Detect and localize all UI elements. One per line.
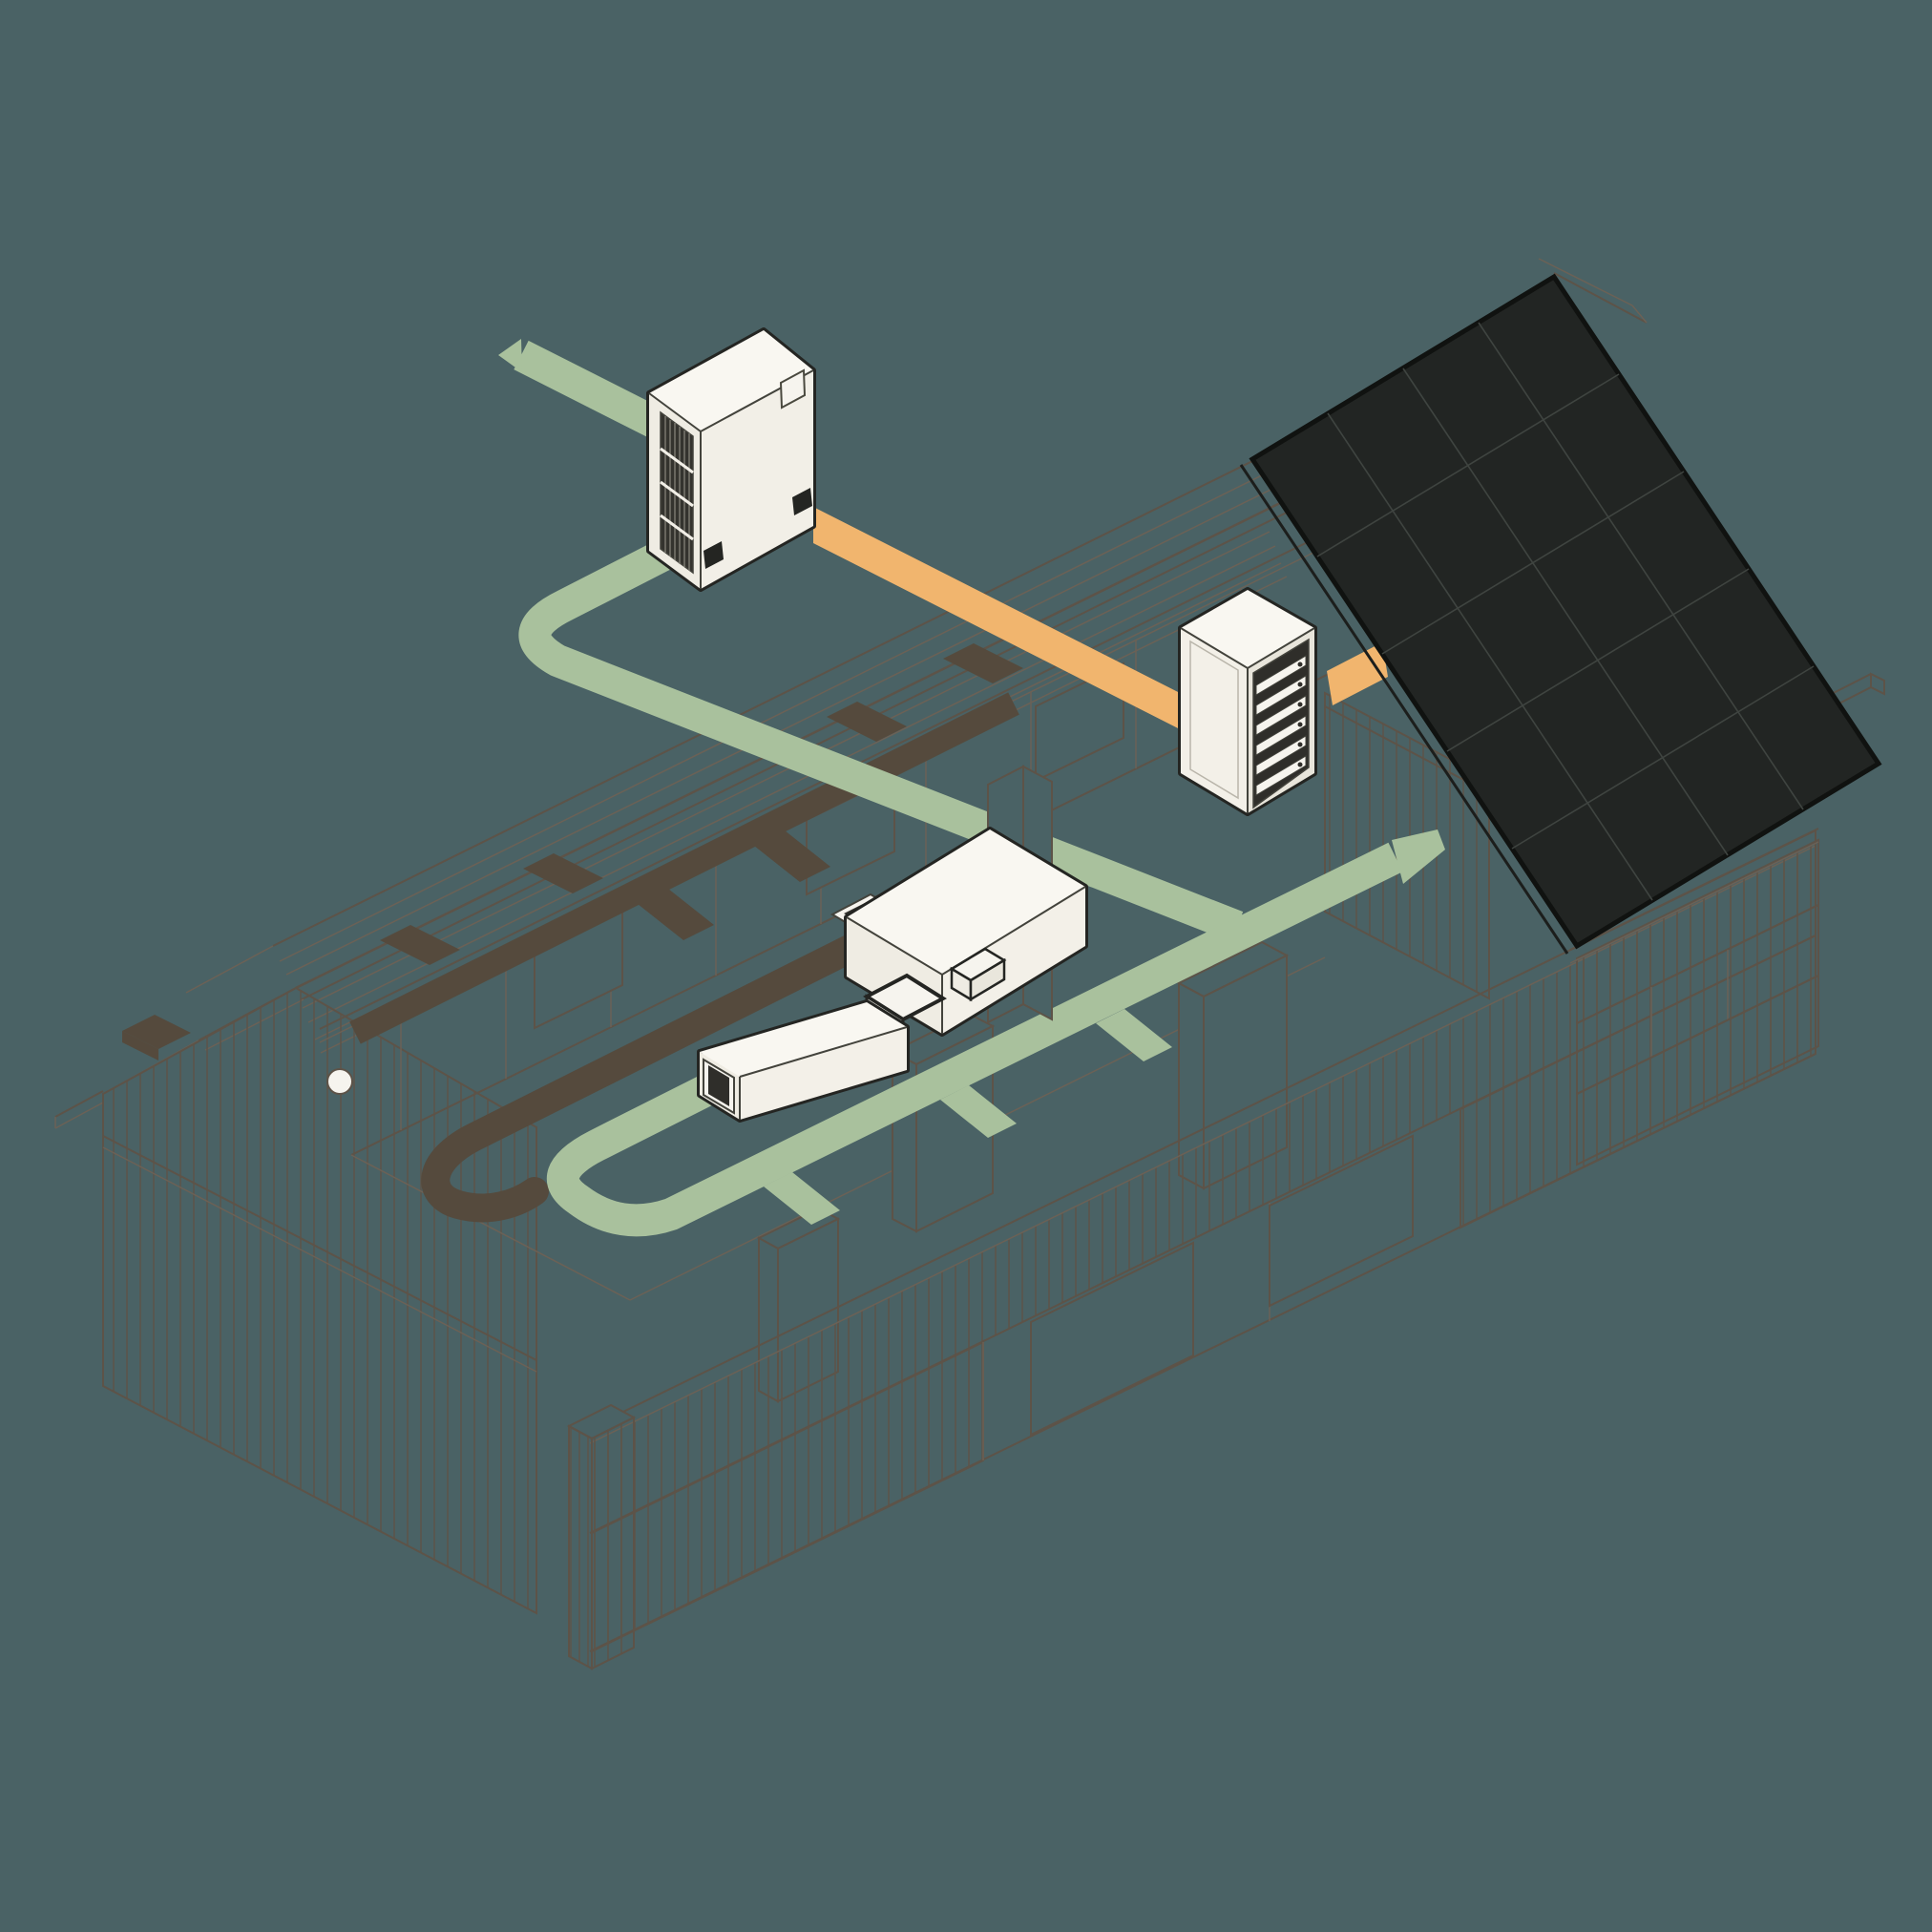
- electricity-flows-orange: [813, 507, 1388, 732]
- solar-panel-grid: [1316, 322, 1815, 901]
- east-gable-tip: [1538, 258, 1648, 324]
- exterior-vent-hood: [122, 1031, 158, 1060]
- air-branch: [1096, 1009, 1172, 1061]
- duct-outlet: [638, 889, 714, 940]
- heat-pump-foot: [704, 541, 724, 569]
- duct-outlet: [380, 925, 460, 965]
- duct-outlet: [754, 830, 830, 882]
- air-branch: [940, 1085, 1017, 1138]
- air-run-to-house: [518, 529, 1244, 942]
- solar-panel-array: [1239, 273, 1882, 955]
- heat-pump-foot: [792, 488, 812, 515]
- duct-outlet: [827, 702, 907, 742]
- air-flows-green: [498, 339, 1445, 1237]
- ceiling-duct: [349, 692, 1019, 1044]
- air-branch: [764, 1172, 840, 1225]
- electricity-battery-heatpump: [813, 507, 1186, 732]
- east-south-wall: [1569, 828, 1819, 1166]
- floor-air-loop: [547, 842, 1403, 1237]
- roof-ridge: [185, 367, 1482, 1000]
- battery-storage-unit: [1178, 587, 1317, 816]
- heat-pump-grille: [660, 410, 694, 575]
- duct-outlet: [943, 643, 1023, 683]
- heat-pump-unit: [646, 327, 816, 592]
- battery-modules: [1252, 638, 1310, 809]
- duct-outlet: [523, 853, 603, 893]
- heat-pump-label-plate: [779, 368, 807, 410]
- intake-vent: [708, 1065, 729, 1106]
- west-gable: [102, 986, 537, 1615]
- supply-duct-brown: [122, 643, 1023, 1223]
- exterior-vent-hood: [122, 1015, 191, 1049]
- control-box: [949, 947, 1007, 1002]
- air-outlet-tip: [1392, 830, 1445, 884]
- corner-post: [566, 1403, 637, 1670]
- gable-vent: [326, 1068, 353, 1095]
- ventilation-unit-duct: [697, 999, 910, 1123]
- return-duct: [421, 926, 881, 1223]
- south-window: [1030, 1241, 1194, 1437]
- electricity-solar-battery: [1327, 642, 1388, 705]
- south-window: [1269, 1134, 1414, 1308]
